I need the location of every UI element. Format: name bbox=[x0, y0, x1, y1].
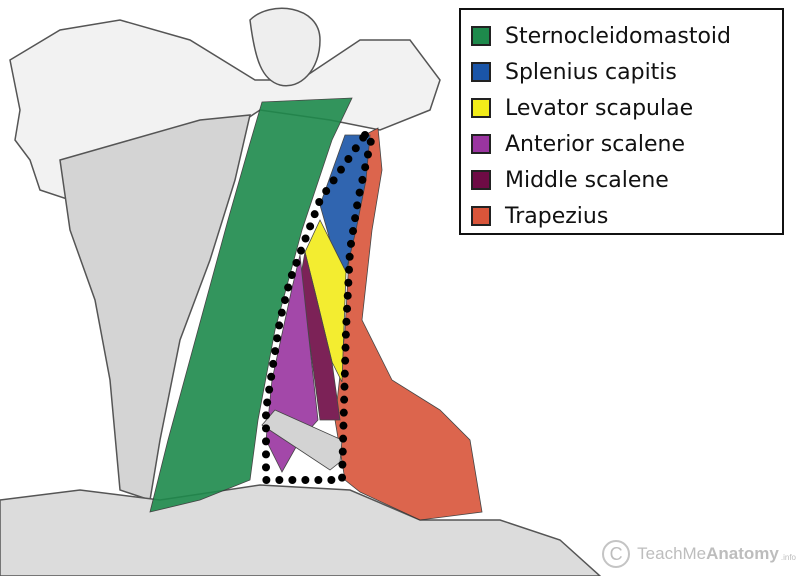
head-sketch bbox=[0, 7, 602, 576]
ear bbox=[249, 7, 321, 87]
legend-swatch bbox=[471, 170, 491, 190]
legend-item: Sternocleidomastoid bbox=[471, 18, 782, 54]
legend-item: Levator scapulae bbox=[471, 90, 782, 126]
muscles bbox=[149, 97, 483, 521]
watermark-prefix: TeachMe bbox=[637, 544, 707, 563]
posterior-triangle-dotted-outline bbox=[262, 130, 377, 484]
legend-item: Splenius capitis bbox=[471, 54, 782, 90]
legend-swatch bbox=[471, 134, 491, 154]
legend-label: Sternocleidomastoid bbox=[505, 23, 732, 49]
legend: Sternocleidomastoid Splenius capitis Lev… bbox=[459, 8, 784, 235]
legend-swatch bbox=[471, 62, 491, 82]
legend-swatch bbox=[471, 206, 491, 226]
watermark-suffix: .info bbox=[780, 553, 796, 562]
legend-label: Middle scalene bbox=[505, 167, 669, 193]
legend-item: Trapezius bbox=[471, 198, 782, 234]
legend-item: Middle scalene bbox=[471, 162, 782, 198]
legend-label: Trapezius bbox=[505, 203, 609, 229]
legend-swatch bbox=[471, 26, 491, 46]
copyright-icon: C bbox=[602, 540, 631, 568]
legend-item: Anterior scalene bbox=[471, 126, 782, 162]
watermark: C TeachMe Anatomy .info bbox=[602, 540, 796, 568]
legend-label: Splenius capitis bbox=[505, 59, 677, 85]
legend-label: Levator scapulae bbox=[505, 95, 694, 121]
legend-swatch bbox=[471, 98, 491, 118]
watermark-brand: Anatomy bbox=[706, 544, 779, 563]
sternocleidomastoid-region bbox=[149, 97, 353, 513]
legend-label: Anterior scalene bbox=[505, 131, 685, 157]
